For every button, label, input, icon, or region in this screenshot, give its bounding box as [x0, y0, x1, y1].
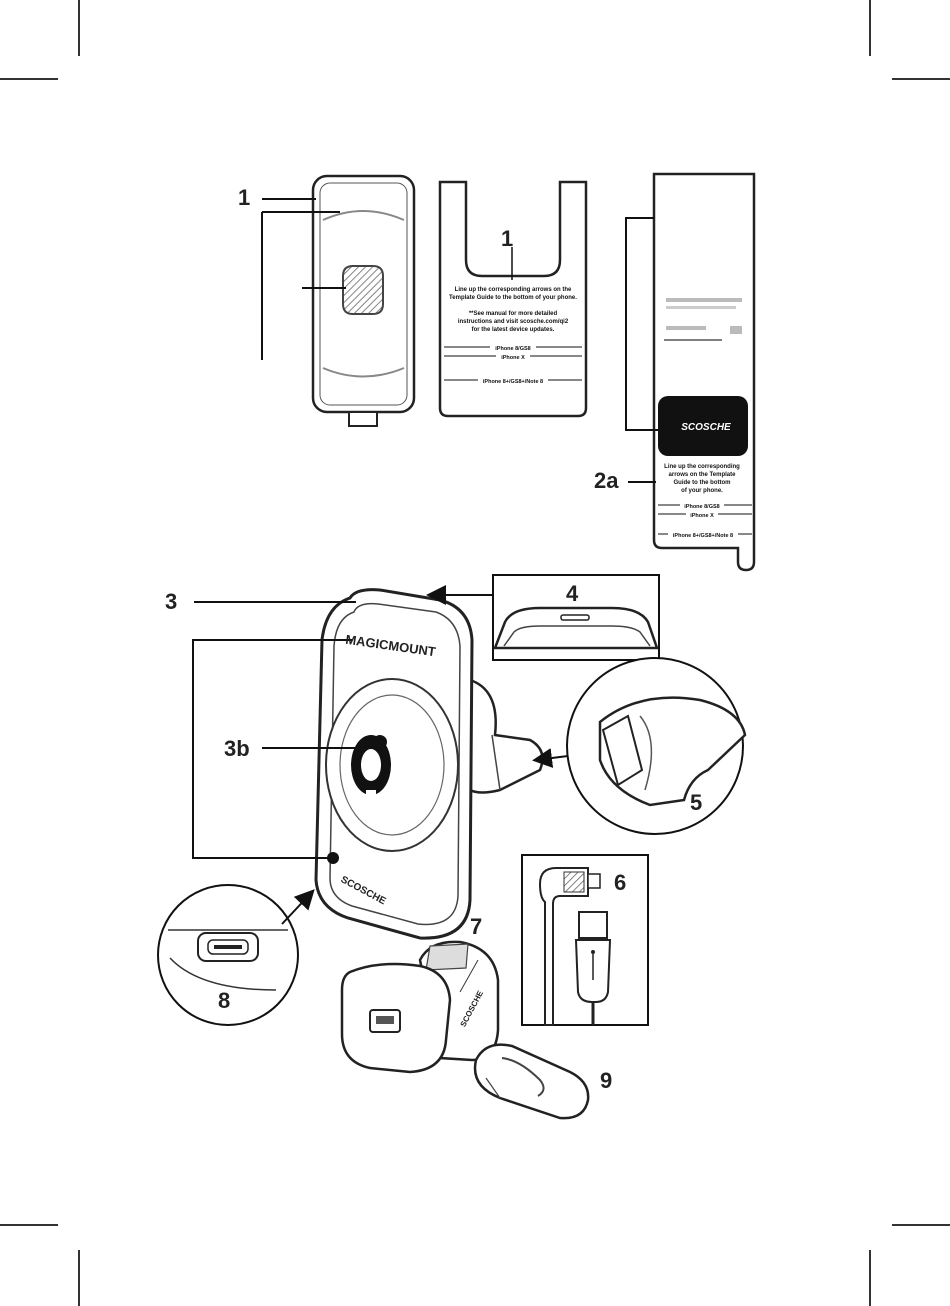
- crop-mark-top-right-v: [869, 0, 871, 56]
- template2a-instruction-4: of your phone.: [681, 488, 723, 494]
- callout-7: 7: [470, 914, 483, 939]
- template1-instruction-1: Line up the corresponding arrows on the: [455, 287, 572, 293]
- car-charger: [340, 940, 500, 1074]
- callout-3: 3: [165, 589, 178, 614]
- metal-plate: [311, 174, 416, 427]
- callout-6: 6: [614, 870, 627, 895]
- detail-circle-8: [157, 884, 299, 1026]
- detail-box-4: [492, 574, 660, 661]
- template2a-phone-a: iPhone 8/GS8: [684, 504, 719, 510]
- template-guide-2a: [652, 172, 756, 572]
- crop-mark-bottom-right-v: [869, 1250, 871, 1306]
- template1-note-1: **See manual for more detailed: [469, 311, 558, 317]
- magicmount-charger: [314, 588, 544, 940]
- detail-box-6-cable: [521, 854, 649, 1026]
- detail-circle-5: [566, 657, 747, 835]
- crop-mark-bottom-left-v: [78, 1250, 80, 1306]
- template2a-instruction-1: Line up the corresponding: [664, 464, 740, 470]
- callout-3b: 3b: [224, 736, 250, 761]
- template2a-phone-b: iPhone X: [690, 513, 714, 519]
- template2a-brand-logo: SCOSCHE: [681, 422, 731, 433]
- callout-1-plate: 1: [238, 185, 251, 210]
- template1-instruction-2: Template Guide to the bottom of your pho…: [449, 295, 577, 301]
- callout-2a: 2a: [594, 468, 619, 493]
- crop-mark-top-right-h: [892, 78, 950, 80]
- template1-phone-b: iPhone X: [501, 355, 525, 361]
- template1-phone-c: iPhone 8+/GS8+/Note 8: [483, 379, 543, 385]
- callout-1-template: 1: [501, 226, 514, 251]
- adhesive-base: [473, 1043, 590, 1120]
- callout-9: 9: [600, 1068, 613, 1093]
- crop-mark-bottom-right-h: [892, 1224, 950, 1226]
- template1-note-3: for the latest device updates.: [472, 327, 555, 333]
- callout-4: 4: [566, 581, 579, 606]
- crop-mark-top-left-v: [78, 0, 80, 56]
- template2a-phone-c: iPhone 8+/GS8+/Note 8: [673, 533, 733, 539]
- template1-note-2: instructions and visit scosche.com/qi2: [458, 319, 569, 325]
- template2a-instruction-2: arrows on the Template: [669, 472, 737, 478]
- crop-mark-top-left-h: [0, 78, 58, 80]
- template2a-instruction-3: Guide to the bottom: [674, 480, 731, 486]
- template1-phone-a: iPhone 8/GS8: [495, 346, 530, 352]
- callout-5: 5: [690, 790, 703, 815]
- crop-mark-bottom-left-h: [0, 1224, 58, 1226]
- callout-8: 8: [218, 988, 231, 1013]
